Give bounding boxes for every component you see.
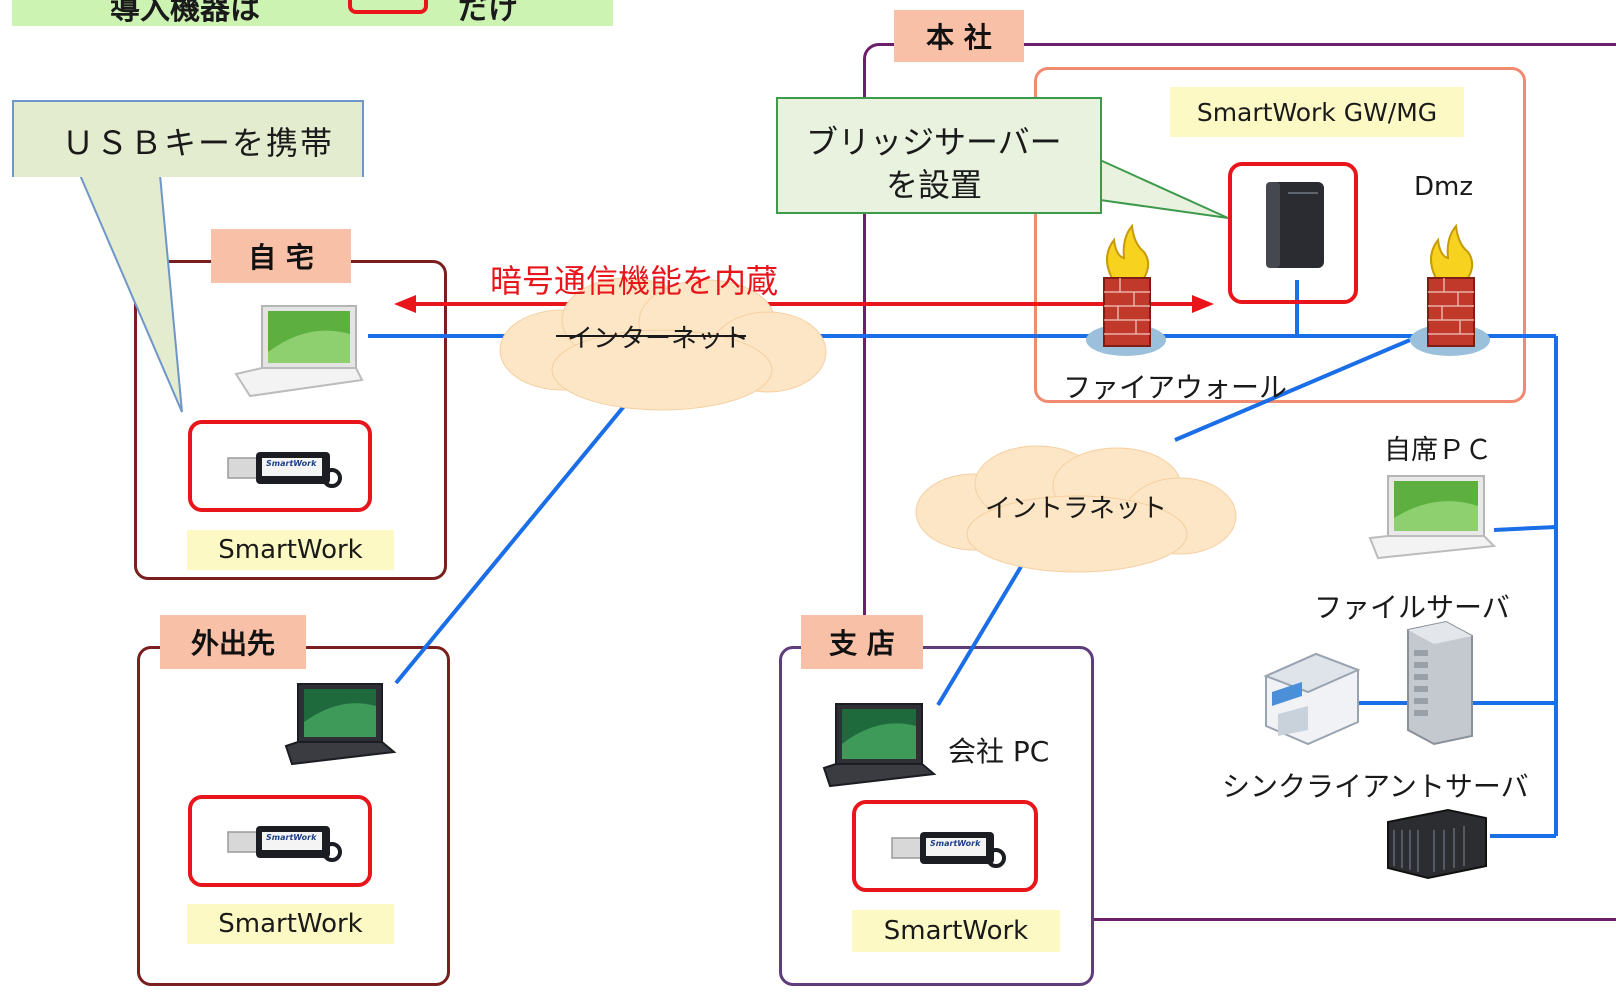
intranet-uplink (1174, 338, 1411, 442)
branch-zone-tag: 支 店 (801, 615, 923, 669)
home-usb-frame (188, 420, 372, 512)
outside-zone-tag: 外出先 (160, 615, 306, 669)
bridge-server-icon (1266, 182, 1324, 268)
home-laptop-icon (234, 305, 364, 398)
internet-label: インターネット (567, 324, 750, 354)
encryption-label: 暗号通信機能を内蔵 (490, 262, 779, 300)
legend-banner (12, 0, 613, 26)
outside-usb-key-icon (227, 826, 342, 862)
usb-callout (12, 100, 364, 177)
outside-usb-brand: SmartWork (266, 833, 317, 842)
outside-smartwork-label: SmartWork (187, 904, 394, 944)
legend-text-before: 導入機器は (110, 0, 260, 27)
head-office-zone (863, 43, 1616, 921)
gateway-label: SmartWork GW/MG (1170, 87, 1464, 137)
own-pc-laptop-icon (1368, 475, 1497, 560)
bridge-callout (776, 97, 1102, 214)
usb-callout-text: ＵＳＢキーを携帯 (62, 124, 335, 162)
legend-text-after: だけ (458, 0, 518, 27)
branch-usb-key-icon (891, 832, 1006, 868)
intranet-label: イントラネット (985, 494, 1168, 524)
own-pc-label: 自席ＰＣ (1384, 435, 1492, 466)
outside-laptop-icon (284, 683, 397, 766)
thin-client-server-label: シンクライアントサーバ (1222, 770, 1529, 803)
firewall-label: ファイアウォール (1063, 371, 1288, 404)
file-server-label: ファイルサーバ (1314, 591, 1510, 624)
dmz-firewall-icon (1410, 223, 1490, 356)
outside-internet-link (394, 403, 627, 685)
legend-red-box-icon (348, 0, 428, 14)
own-pc-link (1493, 525, 1557, 532)
bridge-callout-tail (1099, 158, 1229, 219)
branch-intranet-link (936, 563, 1024, 707)
branch-smartwork-label: SmartWork (852, 910, 1060, 952)
home-smartwork-label: SmartWork (187, 530, 394, 570)
dmz-label: Dmz (1414, 172, 1473, 202)
firewall-icon (1086, 223, 1166, 356)
internet-cloud-icon (499, 277, 827, 411)
bridge-callout-line2: を設置 (886, 166, 983, 204)
company-pc-laptop-icon (822, 703, 937, 788)
branch-usb-frame (852, 800, 1038, 892)
company-pc-label: 会社 PC (948, 735, 1050, 768)
file-server-tower-icon (1407, 620, 1473, 746)
bridge-callout-line1: ブリッジサーバー (806, 123, 1062, 161)
internet-label-strike (556, 335, 746, 337)
bridge-server-frame (1228, 162, 1358, 304)
home-usb-brand: SmartWork (266, 459, 317, 468)
intranet-cloud-icon (915, 445, 1237, 573)
thin-client-server-icon (1387, 808, 1487, 880)
head-office-zone-tag: 本 社 (894, 10, 1024, 62)
outside-usb-frame (188, 795, 372, 887)
branch-usb-brand: SmartWork (930, 839, 981, 848)
encryption-arrow (394, 295, 1214, 313)
home-zone-tag: 自 宅 (211, 229, 351, 283)
home-usb-key-icon (227, 452, 342, 488)
printer-icon (1263, 652, 1361, 746)
